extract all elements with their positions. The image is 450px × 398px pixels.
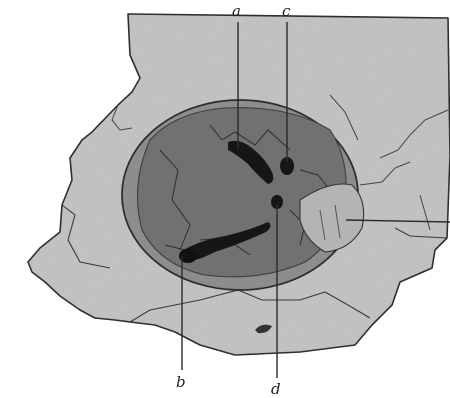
label-c: c	[282, 2, 291, 20]
label-b: b	[176, 373, 186, 391]
label-a: a	[232, 2, 241, 20]
label-d: d	[271, 380, 281, 398]
